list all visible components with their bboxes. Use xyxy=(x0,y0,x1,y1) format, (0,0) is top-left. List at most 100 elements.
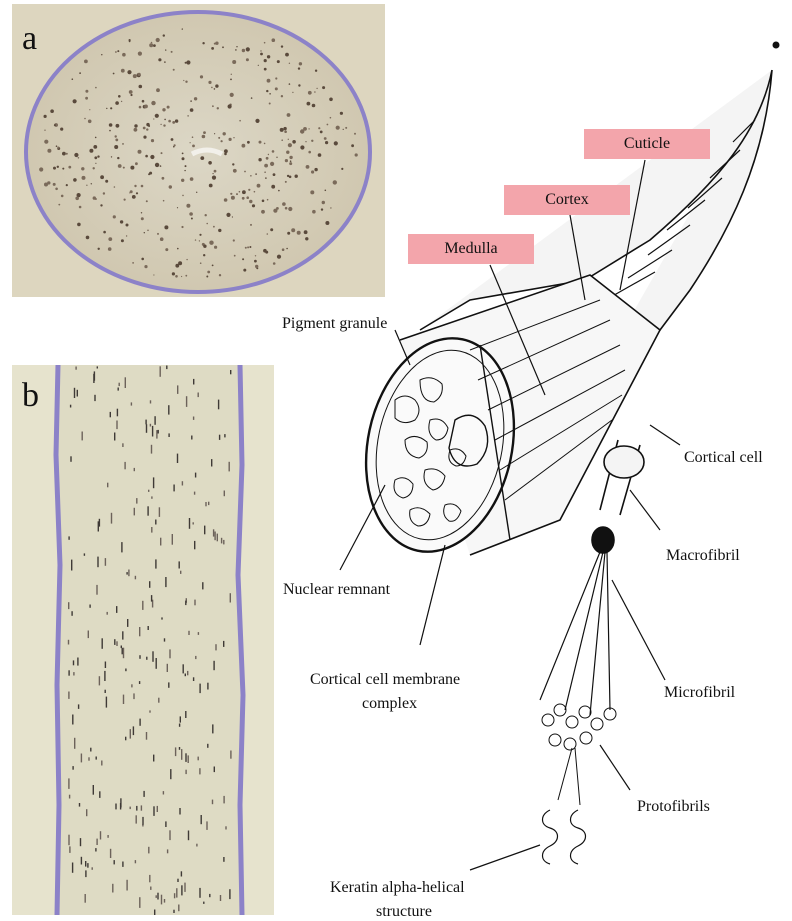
pigment-streak xyxy=(88,757,89,760)
pigment-streak xyxy=(125,377,126,388)
pigment-dot xyxy=(233,137,234,138)
pigment-streak xyxy=(96,757,97,760)
pigment-streak xyxy=(229,462,230,472)
pigment-streak xyxy=(221,538,222,544)
pigment-dot xyxy=(177,248,179,250)
pigment-dot xyxy=(191,218,193,220)
pigment-streak xyxy=(170,769,171,779)
pigment-streak xyxy=(156,895,157,898)
pigment-dot xyxy=(242,190,246,194)
pigment-dot xyxy=(249,246,251,248)
pigment-dot xyxy=(267,79,271,83)
pigment-streak xyxy=(168,405,169,414)
pigment-streak xyxy=(193,677,194,681)
pigment-dot xyxy=(171,51,173,53)
pigment-dot xyxy=(261,210,265,214)
pigment-dot xyxy=(268,154,269,155)
pigment-streak xyxy=(179,747,180,750)
pigment-streak xyxy=(212,800,213,805)
pigment-dot xyxy=(184,170,185,171)
pigment-streak xyxy=(205,502,206,506)
pigment-streak xyxy=(194,541,195,549)
pigment-dot xyxy=(273,173,276,176)
pigment-streak xyxy=(139,681,140,684)
pigment-dot xyxy=(62,168,64,170)
pigment-dot xyxy=(231,196,235,200)
pigment-dot xyxy=(206,276,208,278)
pigment-dot xyxy=(246,47,250,51)
pigment-dot xyxy=(232,60,236,64)
longitudinal-section-image xyxy=(12,365,274,915)
pigment-dot xyxy=(73,99,77,103)
pigment-dot xyxy=(156,38,160,42)
pigment-streak xyxy=(213,661,214,670)
pigment-streak xyxy=(141,805,142,810)
pigment-dot xyxy=(86,185,87,186)
pigment-dot xyxy=(185,81,187,83)
microfibril-strands xyxy=(540,552,610,715)
pigment-streak xyxy=(153,755,154,762)
pigment-dot xyxy=(200,156,204,160)
pigment-dot xyxy=(242,49,245,52)
pigment-dot xyxy=(147,230,149,232)
pigment-streak xyxy=(112,884,113,893)
pigment-streak xyxy=(84,553,85,555)
leader-protofibrils xyxy=(600,745,630,790)
pigment-dot xyxy=(148,125,150,127)
pigment-dot xyxy=(223,132,226,135)
pigment-dot xyxy=(100,175,104,179)
pigment-dot xyxy=(130,190,133,193)
pigment-dot xyxy=(113,215,116,218)
pigment-dot xyxy=(239,191,241,193)
pigment-dot xyxy=(167,106,170,109)
pigment-dot xyxy=(185,62,187,64)
pigment-streak xyxy=(136,806,137,811)
pigment-dot xyxy=(230,93,234,97)
pigment-streak xyxy=(230,370,231,374)
pigment-streak xyxy=(68,835,69,846)
pigment-dot xyxy=(214,246,217,249)
pigment-dot xyxy=(115,135,117,137)
pigment-streak xyxy=(119,383,120,386)
pigment-streak xyxy=(139,897,140,908)
label-protofibrils: Protofibrils xyxy=(637,798,710,815)
pigment-dot xyxy=(195,239,196,240)
pigment-streak xyxy=(121,646,122,649)
pigment-streak xyxy=(218,400,219,410)
pigment-dot xyxy=(270,228,273,231)
pigment-dot xyxy=(255,265,258,268)
pigment-streak xyxy=(209,894,210,897)
pigment-streak xyxy=(105,690,106,693)
pigment-streak xyxy=(157,893,158,900)
pigment-streak xyxy=(154,910,155,916)
pigment-streak xyxy=(168,682,169,687)
pigment-streak xyxy=(194,492,195,495)
pigment-dot xyxy=(173,146,175,148)
pigment-streak xyxy=(152,651,153,662)
pigment-streak xyxy=(116,641,117,646)
pigment-dot xyxy=(186,259,187,260)
pigment-streak xyxy=(101,761,102,766)
pigment-streak xyxy=(151,527,152,533)
pigment-streak xyxy=(169,649,170,658)
pigment-dot xyxy=(109,123,113,127)
pigment-dot xyxy=(113,73,115,75)
pigment-streak xyxy=(126,880,127,891)
pigment-dot xyxy=(94,156,97,159)
pigment-streak xyxy=(148,626,149,630)
pigment-streak xyxy=(161,617,162,619)
pigment-streak xyxy=(161,895,162,905)
pigment-streak xyxy=(97,557,98,568)
pigment-streak xyxy=(163,791,164,794)
pigment-dot xyxy=(236,46,237,47)
panel-label-b: b xyxy=(22,379,39,413)
pigment-dot xyxy=(39,167,43,171)
pigment-dot xyxy=(115,139,118,142)
pigment-dot xyxy=(217,107,219,109)
pigment-dot xyxy=(181,179,184,182)
pigment-dot xyxy=(141,217,144,220)
pigment-dot xyxy=(153,118,154,119)
pigment-dot xyxy=(155,163,159,167)
pigment-dot xyxy=(255,119,259,123)
pigment-streak xyxy=(187,671,188,675)
